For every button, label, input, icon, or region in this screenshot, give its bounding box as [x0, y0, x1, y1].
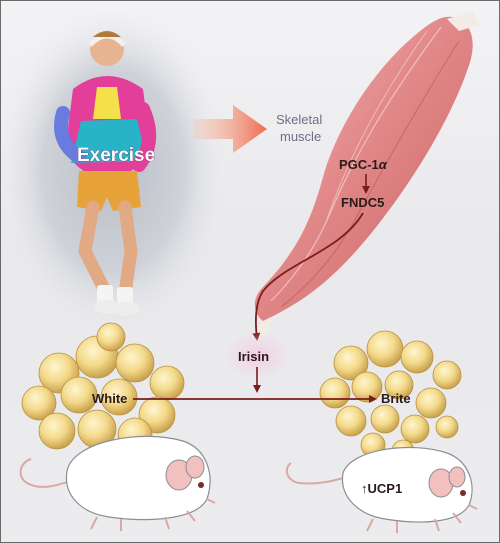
irisin-label: Irisin	[238, 349, 269, 364]
fndc5-label: FNDC5	[341, 195, 384, 210]
alpha-symbol: α	[379, 157, 388, 172]
brite-fat-cells	[319, 330, 462, 463]
brite-label: Brite	[381, 391, 411, 406]
skeletal-muscle-label-line1: Skeletal	[276, 112, 322, 127]
irisin-glow	[223, 332, 291, 380]
mouse-left	[19, 435, 216, 531]
white-fat-cells	[21, 322, 185, 453]
exercise-label: Exercise	[77, 145, 155, 166]
runner-illustration	[1, 1, 231, 341]
exercise-to-muscle-arrow	[193, 105, 267, 153]
fndc5-to-irisin-arrow	[252, 212, 364, 341]
white-label: White	[92, 391, 127, 406]
up-arrow-icon: ↑	[361, 481, 368, 496]
pgc1a-label: PGC-1α	[339, 157, 388, 172]
mouse-right	[285, 446, 478, 533]
skeletal-muscle-illustration	[253, 11, 479, 335]
pgc1a-prefix: PGC-1	[339, 157, 379, 172]
ucp1-text: UCP1	[368, 481, 403, 496]
ucp1-label: ↑UCP1	[361, 481, 402, 496]
skeletal-muscle-label-line2: muscle	[280, 129, 321, 144]
